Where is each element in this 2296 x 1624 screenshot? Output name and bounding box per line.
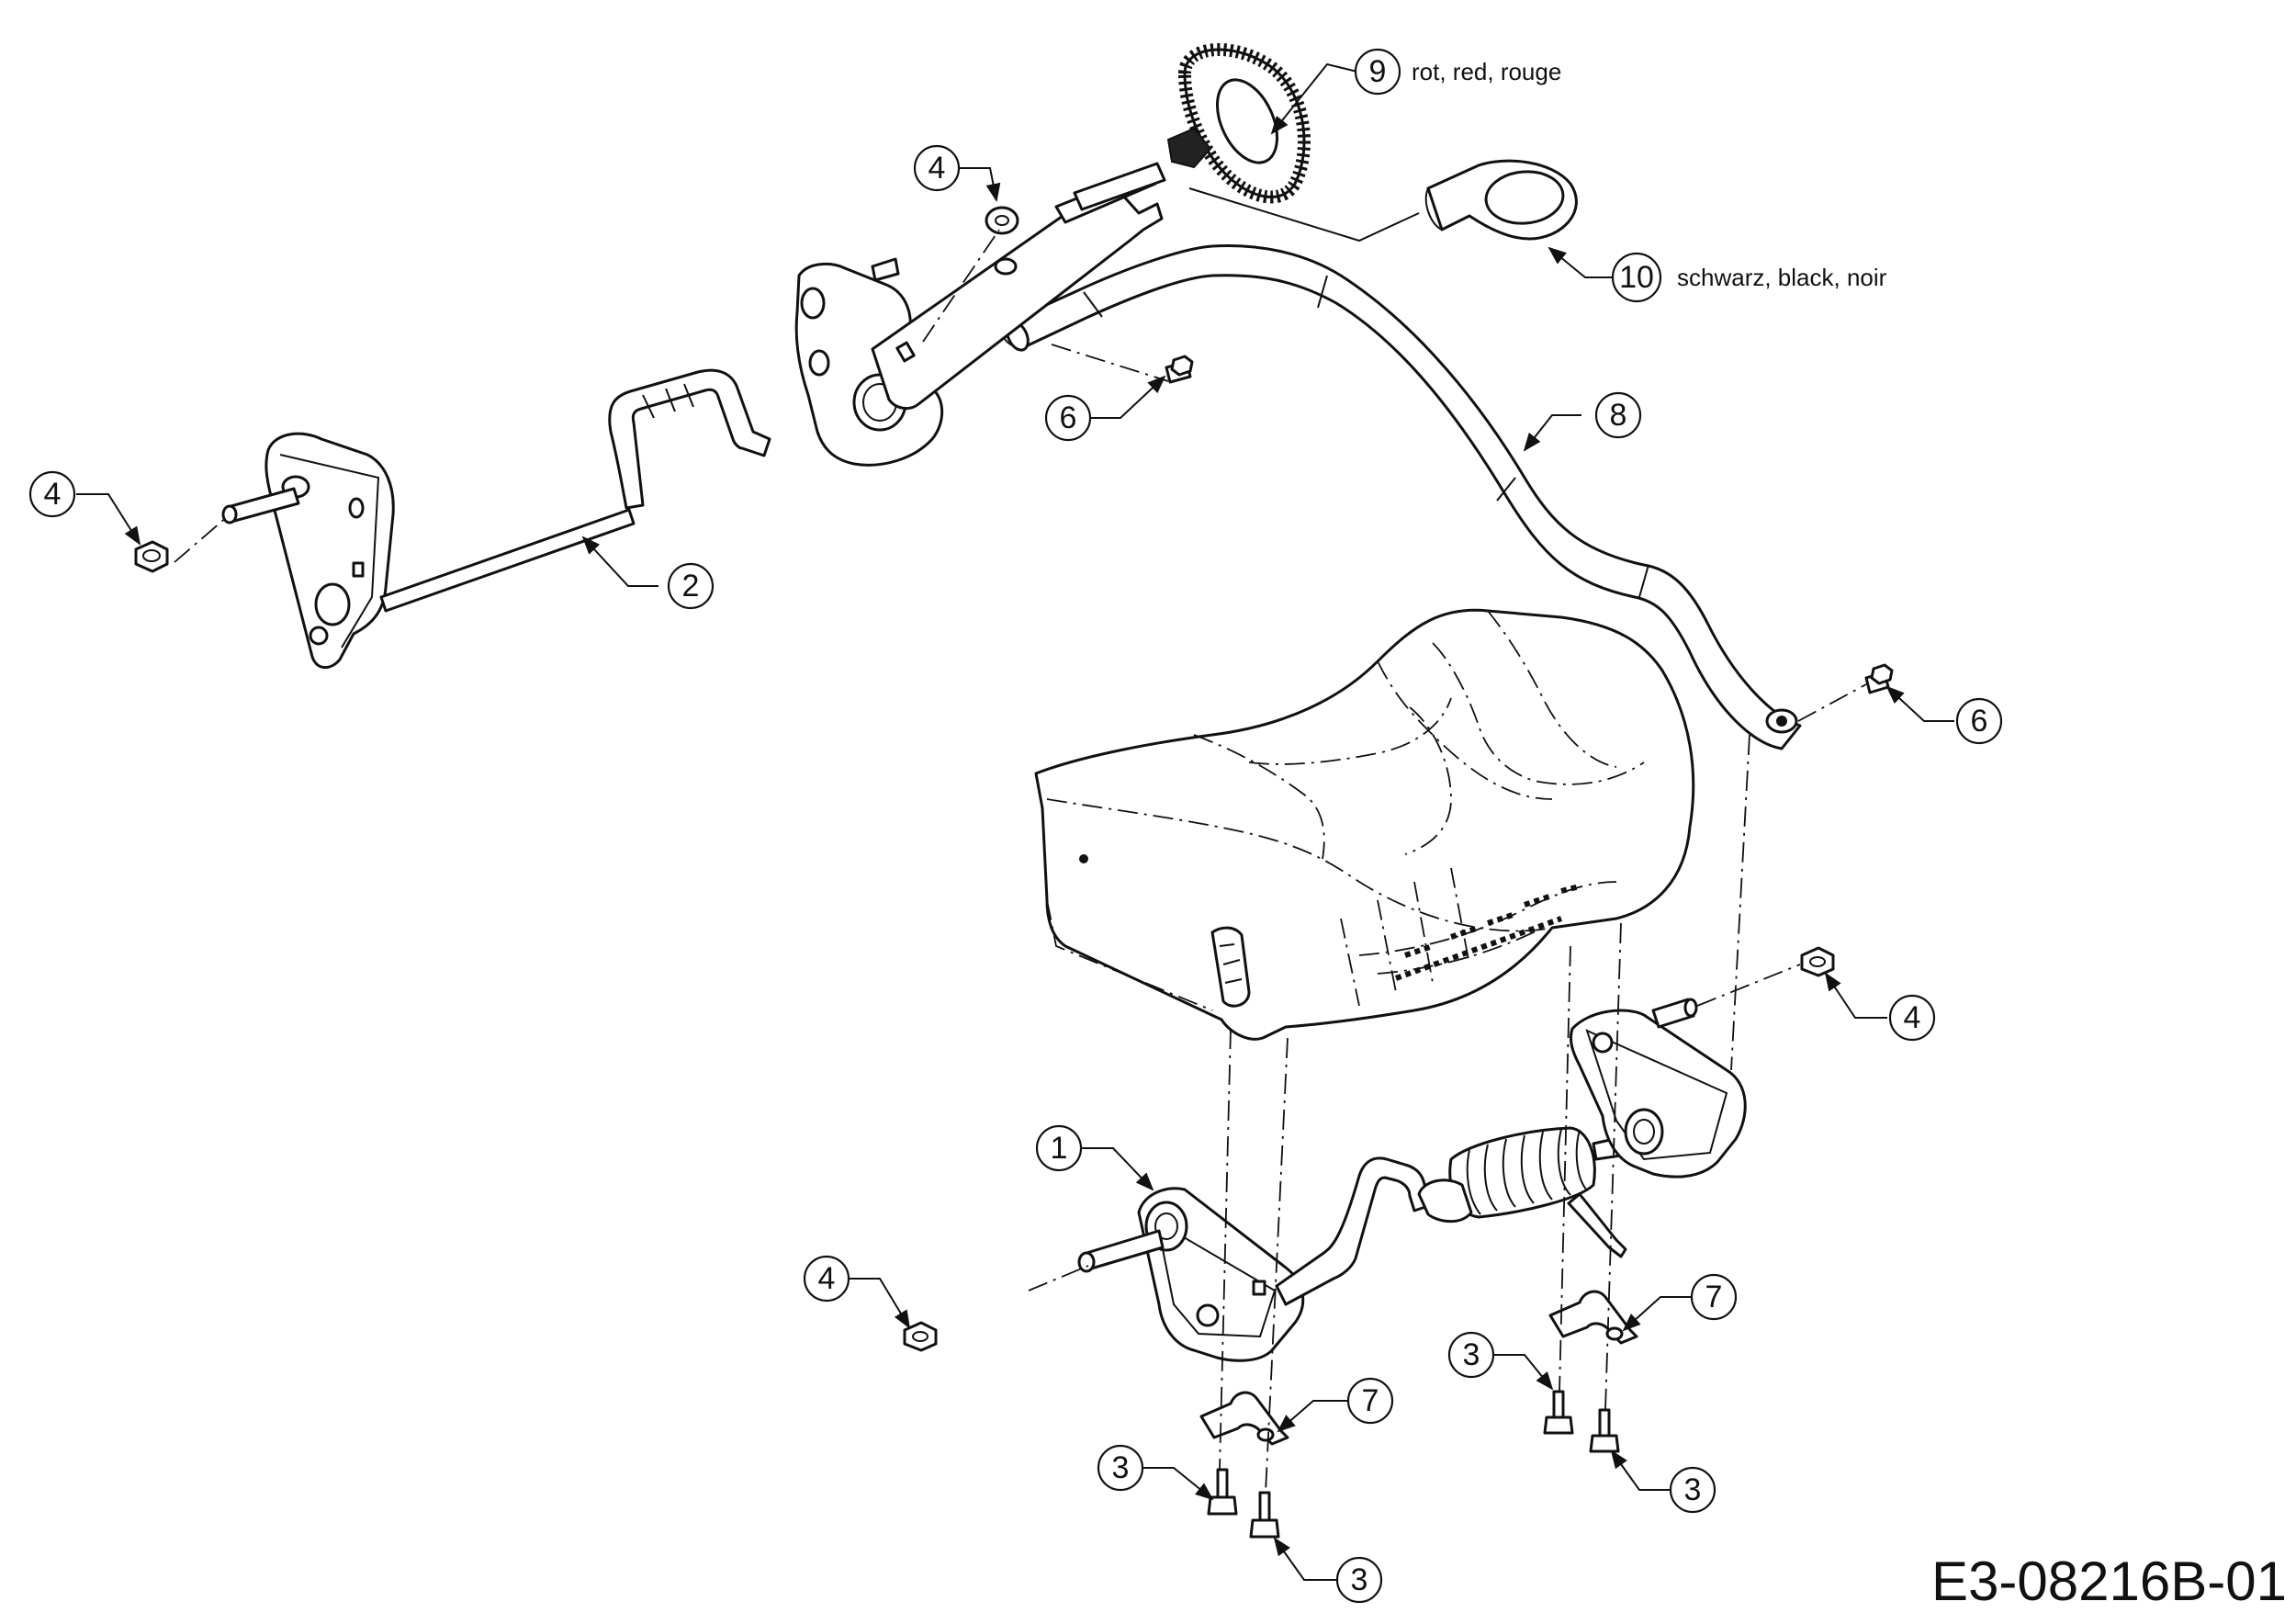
callout-label: 10 <box>1619 260 1654 295</box>
part-7-clamp-right <box>1548 1290 1638 1345</box>
color-note-part-9: rot, red, rouge <box>1412 58 1561 85</box>
callout-label: 9 <box>1369 54 1387 89</box>
part-4-nut-left <box>134 540 169 573</box>
torsion-spring <box>1417 1126 1641 1258</box>
part-3-screw-b <box>1249 1491 1280 1539</box>
callout-2: 2 <box>667 562 715 610</box>
callout-label: 4 <box>929 151 946 186</box>
callout-7-right: 7 <box>1690 1273 1738 1321</box>
assembly-centre-lines <box>174 229 1867 1494</box>
callout-7-left: 7 <box>1346 1377 1394 1425</box>
part-6-bolt-right <box>1864 663 1894 694</box>
part-4-nut-bottom <box>903 1321 938 1352</box>
callout-label: 7 <box>1705 1280 1723 1314</box>
callout-3-d: 3 <box>1669 1466 1716 1514</box>
part-7-clamp-left <box>1199 1391 1289 1446</box>
callout-label: 1 <box>1051 1131 1068 1166</box>
callout-label: 6 <box>1971 704 1988 739</box>
callout-label: 3 <box>1684 1472 1702 1507</box>
part-4-washer-top <box>985 206 1019 235</box>
drawing-number: E3-08216B-01 <box>1931 1551 2287 1612</box>
callout-label: 4 <box>818 1261 836 1296</box>
part-3-screw-a <box>1207 1468 1238 1516</box>
callout-1: 1 <box>1035 1124 1083 1172</box>
callout-4-left: 4 <box>28 470 76 518</box>
part-6-bolt-left <box>1165 355 1194 384</box>
callout-6-left: 6 <box>1044 394 1092 442</box>
callout-label: 2 <box>682 569 700 603</box>
part-4-washer-right <box>1800 946 1835 977</box>
part-1-rear-axle-spring <box>1077 998 1747 1362</box>
callout-6-right: 6 <box>1955 697 2003 745</box>
callout-label: 3 <box>1351 1562 1368 1597</box>
part-2-front-axle-lever <box>221 162 1166 670</box>
callout-4-bottom: 4 <box>803 1255 850 1303</box>
callout-label: 4 <box>44 477 62 512</box>
callout-label: 8 <box>1610 398 1627 433</box>
callout-label: 3 <box>1463 1337 1480 1372</box>
callout-8: 8 <box>1594 391 1642 439</box>
part-8-handle-tube <box>1001 244 1802 750</box>
callout-3-b: 3 <box>1335 1556 1383 1604</box>
callout-10: 10 <box>1611 252 1662 303</box>
callout-4-top: 4 <box>913 144 961 192</box>
callout-label: 4 <box>1904 1000 1921 1035</box>
part-3-screw-c <box>1543 1390 1574 1435</box>
callout-label: 6 <box>1060 400 1077 435</box>
callout-4-right: 4 <box>1888 994 1936 1042</box>
callout-3-c: 3 <box>1447 1331 1495 1379</box>
color-note-part-10: schwarz, black, noir <box>1677 264 1887 291</box>
separator-line <box>1188 187 1420 242</box>
mower-deck-housing <box>1034 608 1695 1041</box>
callout-label: 3 <box>1112 1450 1130 1485</box>
part-3-screw-d <box>1589 1408 1620 1453</box>
callout-label: 7 <box>1362 1383 1379 1418</box>
callout-9: 9 <box>1354 48 1401 96</box>
part-10-knob-black <box>1424 159 1578 241</box>
callout-3-a: 3 <box>1097 1444 1144 1492</box>
leader-lines <box>76 62 1954 1581</box>
part-9-knob-red <box>1166 43 1311 204</box>
